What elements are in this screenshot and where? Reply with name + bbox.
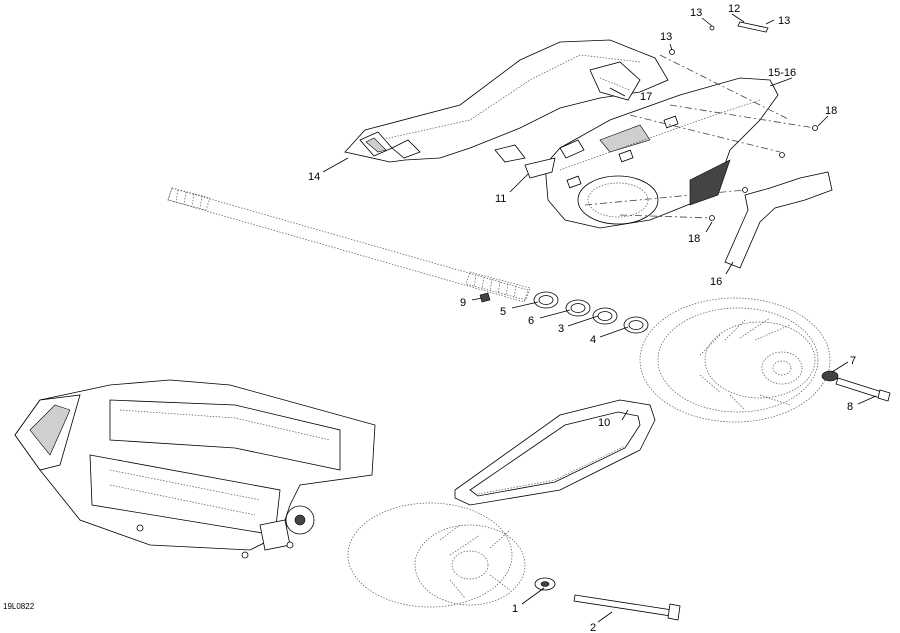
callout-12: 12 — [728, 3, 740, 15]
callout-7: 7 — [850, 355, 856, 367]
washer-and-bolt-right — [821, 370, 891, 402]
guard-side-panel — [724, 171, 833, 269]
callout-4: 4 — [590, 334, 596, 346]
callout-1: 1 — [512, 603, 518, 615]
callout-16: 16 — [710, 276, 722, 288]
fasteners — [669, 21, 818, 221]
callout-15-16: 15-16 — [768, 67, 796, 79]
callout-18-upper: 18 — [825, 105, 837, 117]
callout-18-lower: 18 — [688, 233, 700, 245]
belt-guard-cover — [344, 39, 779, 229]
callout-8: 8 — [847, 401, 853, 413]
engine — [14, 379, 376, 559]
driven-pulley — [639, 297, 831, 423]
callout-13-right: 13 — [778, 15, 790, 27]
callout-9: 9 — [460, 297, 466, 309]
callout-labels: 1 2 3 4 5 6 7 8 9 10 11 12 13 13 13 14 1… — [308, 3, 856, 633]
callout-2: 2 — [590, 622, 596, 633]
leader-lines — [322, 13, 877, 623]
callout-17: 17 — [640, 91, 652, 103]
callout-14: 14 — [308, 171, 320, 183]
callout-5: 5 — [500, 306, 506, 318]
callout-6: 6 — [528, 315, 534, 327]
drive-shaft — [167, 187, 531, 303]
callout-3: 3 — [558, 323, 564, 335]
drive-pulley — [347, 502, 526, 608]
callout-10: 10 — [598, 417, 610, 429]
callout-13-upper: 13 — [660, 31, 672, 43]
assembly-lines — [584, 54, 816, 219]
washers — [479, 291, 649, 334]
callout-11: 11 — [495, 193, 506, 205]
callout-13-left: 13 — [690, 7, 702, 19]
drawing-code: 19L0822 — [3, 602, 35, 611]
washer-and-bolt-bottom — [534, 577, 681, 621]
drive-belt — [454, 399, 656, 506]
